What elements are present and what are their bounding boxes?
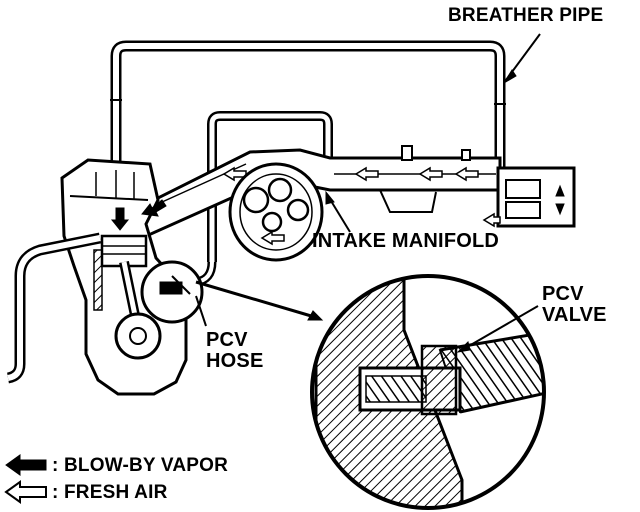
detail-leader [195,280,324,327]
pcv-valve-label-line1: PCV [542,283,584,305]
intake-manifold [107,145,502,248]
pcv-valve-label-line2: VALVE [542,304,607,326]
oil-tube [6,232,102,384]
intake-manifold-leader [325,190,351,233]
pcv-valve-label: PCV VALVE [542,284,607,326]
pcv-valve-callout [140,260,204,324]
legend-fresh-air-text: : FRESH AIR [52,482,168,503]
breather-pipe-label: BREATHER PIPE [448,5,604,26]
intake-manifold-label: INTAKE MANIFOLD [312,230,500,252]
pcv-valve-leader [456,305,539,353]
blow-by-vapor-arrow-icon [5,454,47,476]
pcv-valve-detail [310,274,546,510]
pcv-hose-label: PCV HOSE [206,330,263,372]
breather-pipe [110,40,506,168]
pcv-hose-pipe [195,111,333,287]
pcv-hose-label-line2: HOSE [206,350,264,372]
breather-pipe-leader [503,33,541,84]
throttle-body [482,166,576,228]
legend-fresh-air: : FRESH AIR [6,483,168,503]
pcv-hose-label-line1: PCV [206,329,248,351]
engine-block [60,158,188,396]
legend-blow-by: : BLOW-BY VAPOR [6,456,228,476]
fresh-air-arrow-icon [4,480,47,504]
intake-plenum [228,162,324,262]
legend-blow-by-text: : BLOW-BY VAPOR [52,455,229,476]
